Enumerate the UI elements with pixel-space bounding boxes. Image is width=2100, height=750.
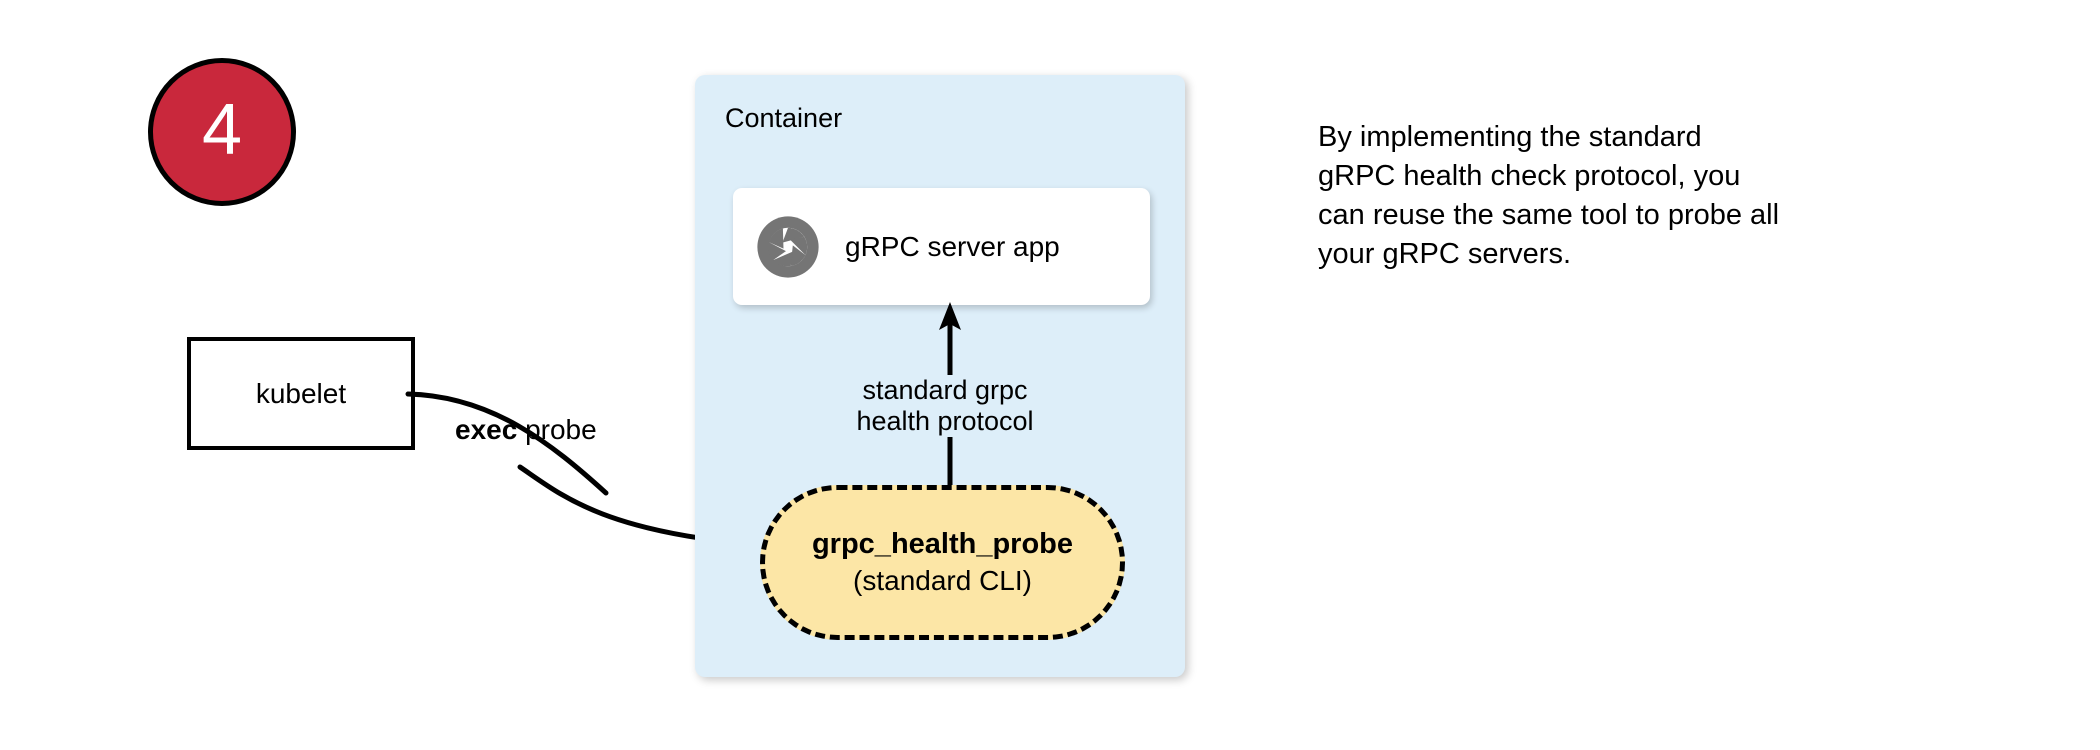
aperture-shutter-icon bbox=[753, 212, 823, 282]
container-title: Container bbox=[725, 103, 843, 133]
grpc-health-probe-subtitle: (standard CLI) bbox=[853, 565, 1032, 597]
grpc-health-probe-node: grpc_health_probe (standard CLI) bbox=[760, 485, 1125, 640]
grpc-health-probe-title: grpc_health_probe bbox=[811, 528, 1074, 561]
health-protocol-label: standard grpc health protocol bbox=[760, 375, 1130, 438]
health-protocol-line-2: health protocol bbox=[760, 406, 1130, 438]
step-number-value: 4 bbox=[201, 90, 243, 170]
health-protocol-line-1: standard grpc bbox=[760, 375, 1130, 407]
kubelet-label: kubelet bbox=[255, 377, 347, 409]
explanatory-note: By implementing the standard gRPC health… bbox=[1318, 118, 1898, 273]
grpc-server-app-label: gRPC server app bbox=[845, 230, 1060, 262]
kubelet-node: kubelet bbox=[187, 337, 415, 450]
step-number-badge: 4 bbox=[148, 58, 296, 206]
note-line-3: can reuse the same tool to probe all bbox=[1318, 198, 1780, 231]
grpc-server-app-card: gRPC server app bbox=[733, 188, 1150, 305]
note-line-1: By implementing the standard bbox=[1318, 121, 1702, 153]
note-line-4: your gRPC servers. bbox=[1318, 237, 1572, 270]
note-line-2: gRPC health check protocol, you bbox=[1318, 159, 1741, 192]
